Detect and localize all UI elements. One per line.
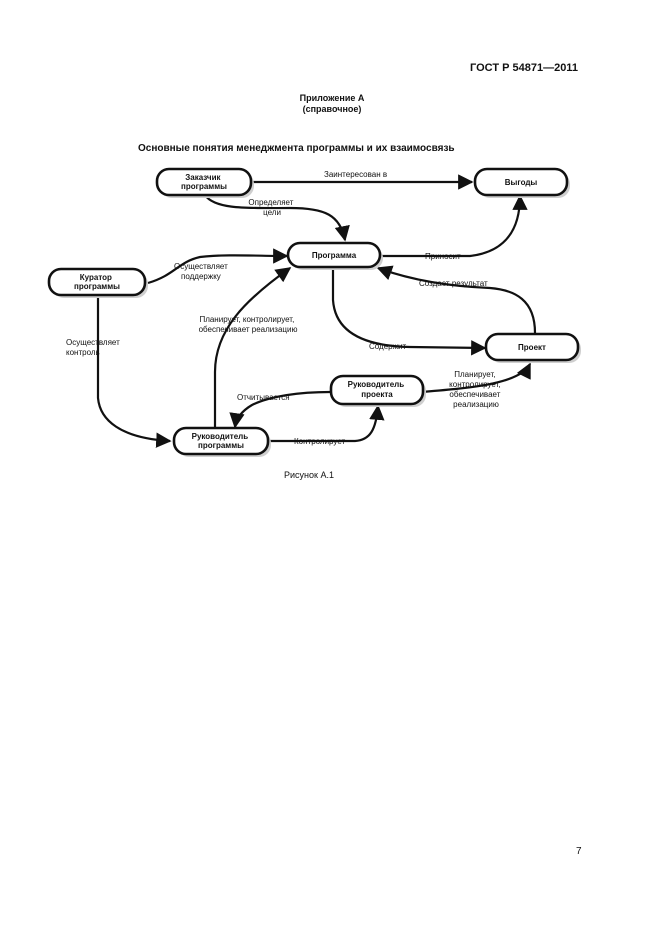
edge-progmgr-to-program	[213, 267, 292, 428]
node-project: Проект	[484, 332, 581, 363]
edge-progmgr-to-projmgr	[270, 404, 385, 443]
edge-projmgr-to-project	[421, 362, 531, 394]
node-project-manager: Руководитель проекта	[329, 374, 426, 407]
edge-projmgr-to-progmgr	[229, 390, 331, 429]
edge-label-defines-goals: Определяет цели	[248, 198, 295, 217]
figure-caption: Рисунок А.1	[284, 470, 334, 480]
edge-label-provides-support: Осуществляет поддержку	[174, 262, 230, 281]
edge-curator-to-program	[147, 248, 289, 285]
edge-customer-to-program	[204, 194, 350, 242]
node-benefits: Выгоды	[473, 167, 570, 198]
edge-label-creates-result: Создает результат	[419, 279, 488, 288]
edge-curator-to-progmgr	[96, 297, 172, 448]
edge-label-plans-project: Планирует, контролирует, обеспечивает ре…	[449, 370, 503, 409]
edge-label-controls: Контролирует	[294, 437, 346, 446]
annex-subtitle: (справочное)	[302, 104, 362, 114]
svg-text:Программа: Программа	[312, 251, 357, 260]
figure-title: Основные понятия менеджмента программы и…	[138, 143, 455, 154]
svg-text:Выгоды: Выгоды	[505, 178, 538, 187]
edge-label-reports: Отчитывается	[237, 393, 290, 402]
svg-text:Куратор программы: Куратор программы	[74, 273, 120, 291]
annex-title: Приложение А	[299, 93, 365, 103]
svg-text:Руководитель проекта: Руководитель проекта	[348, 380, 407, 399]
document-standard-id: ГОСТ Р 54871—2011	[470, 62, 578, 74]
edge-label-exercises-control: Осуществляет контроль	[66, 338, 122, 357]
svg-text:Проект: Проект	[518, 343, 546, 352]
node-program-manager: Руководитель программы	[172, 426, 271, 457]
edge-project-to-program	[376, 265, 537, 334]
svg-text:Руководитель программы: Руководитель программы	[192, 432, 251, 450]
node-program-curator: Куратор программы	[47, 267, 148, 298]
edge-label-plans-program: Планирует, контролирует, обеспечивает ре…	[199, 315, 298, 334]
edge-label-brings: Приносит	[425, 252, 461, 261]
node-program-customer: Заказчик программы	[155, 167, 254, 198]
edge-label-contains: Содержит	[369, 342, 406, 351]
svg-text:Заказчик программы: Заказчик программы	[181, 173, 227, 191]
page-number: 7	[576, 846, 582, 857]
edge-program-to-benefits	[382, 194, 528, 258]
node-program: Программа	[286, 241, 383, 270]
edge-label-interested-in: Заинтересован в	[324, 170, 387, 179]
edge-program-to-project	[331, 270, 487, 356]
